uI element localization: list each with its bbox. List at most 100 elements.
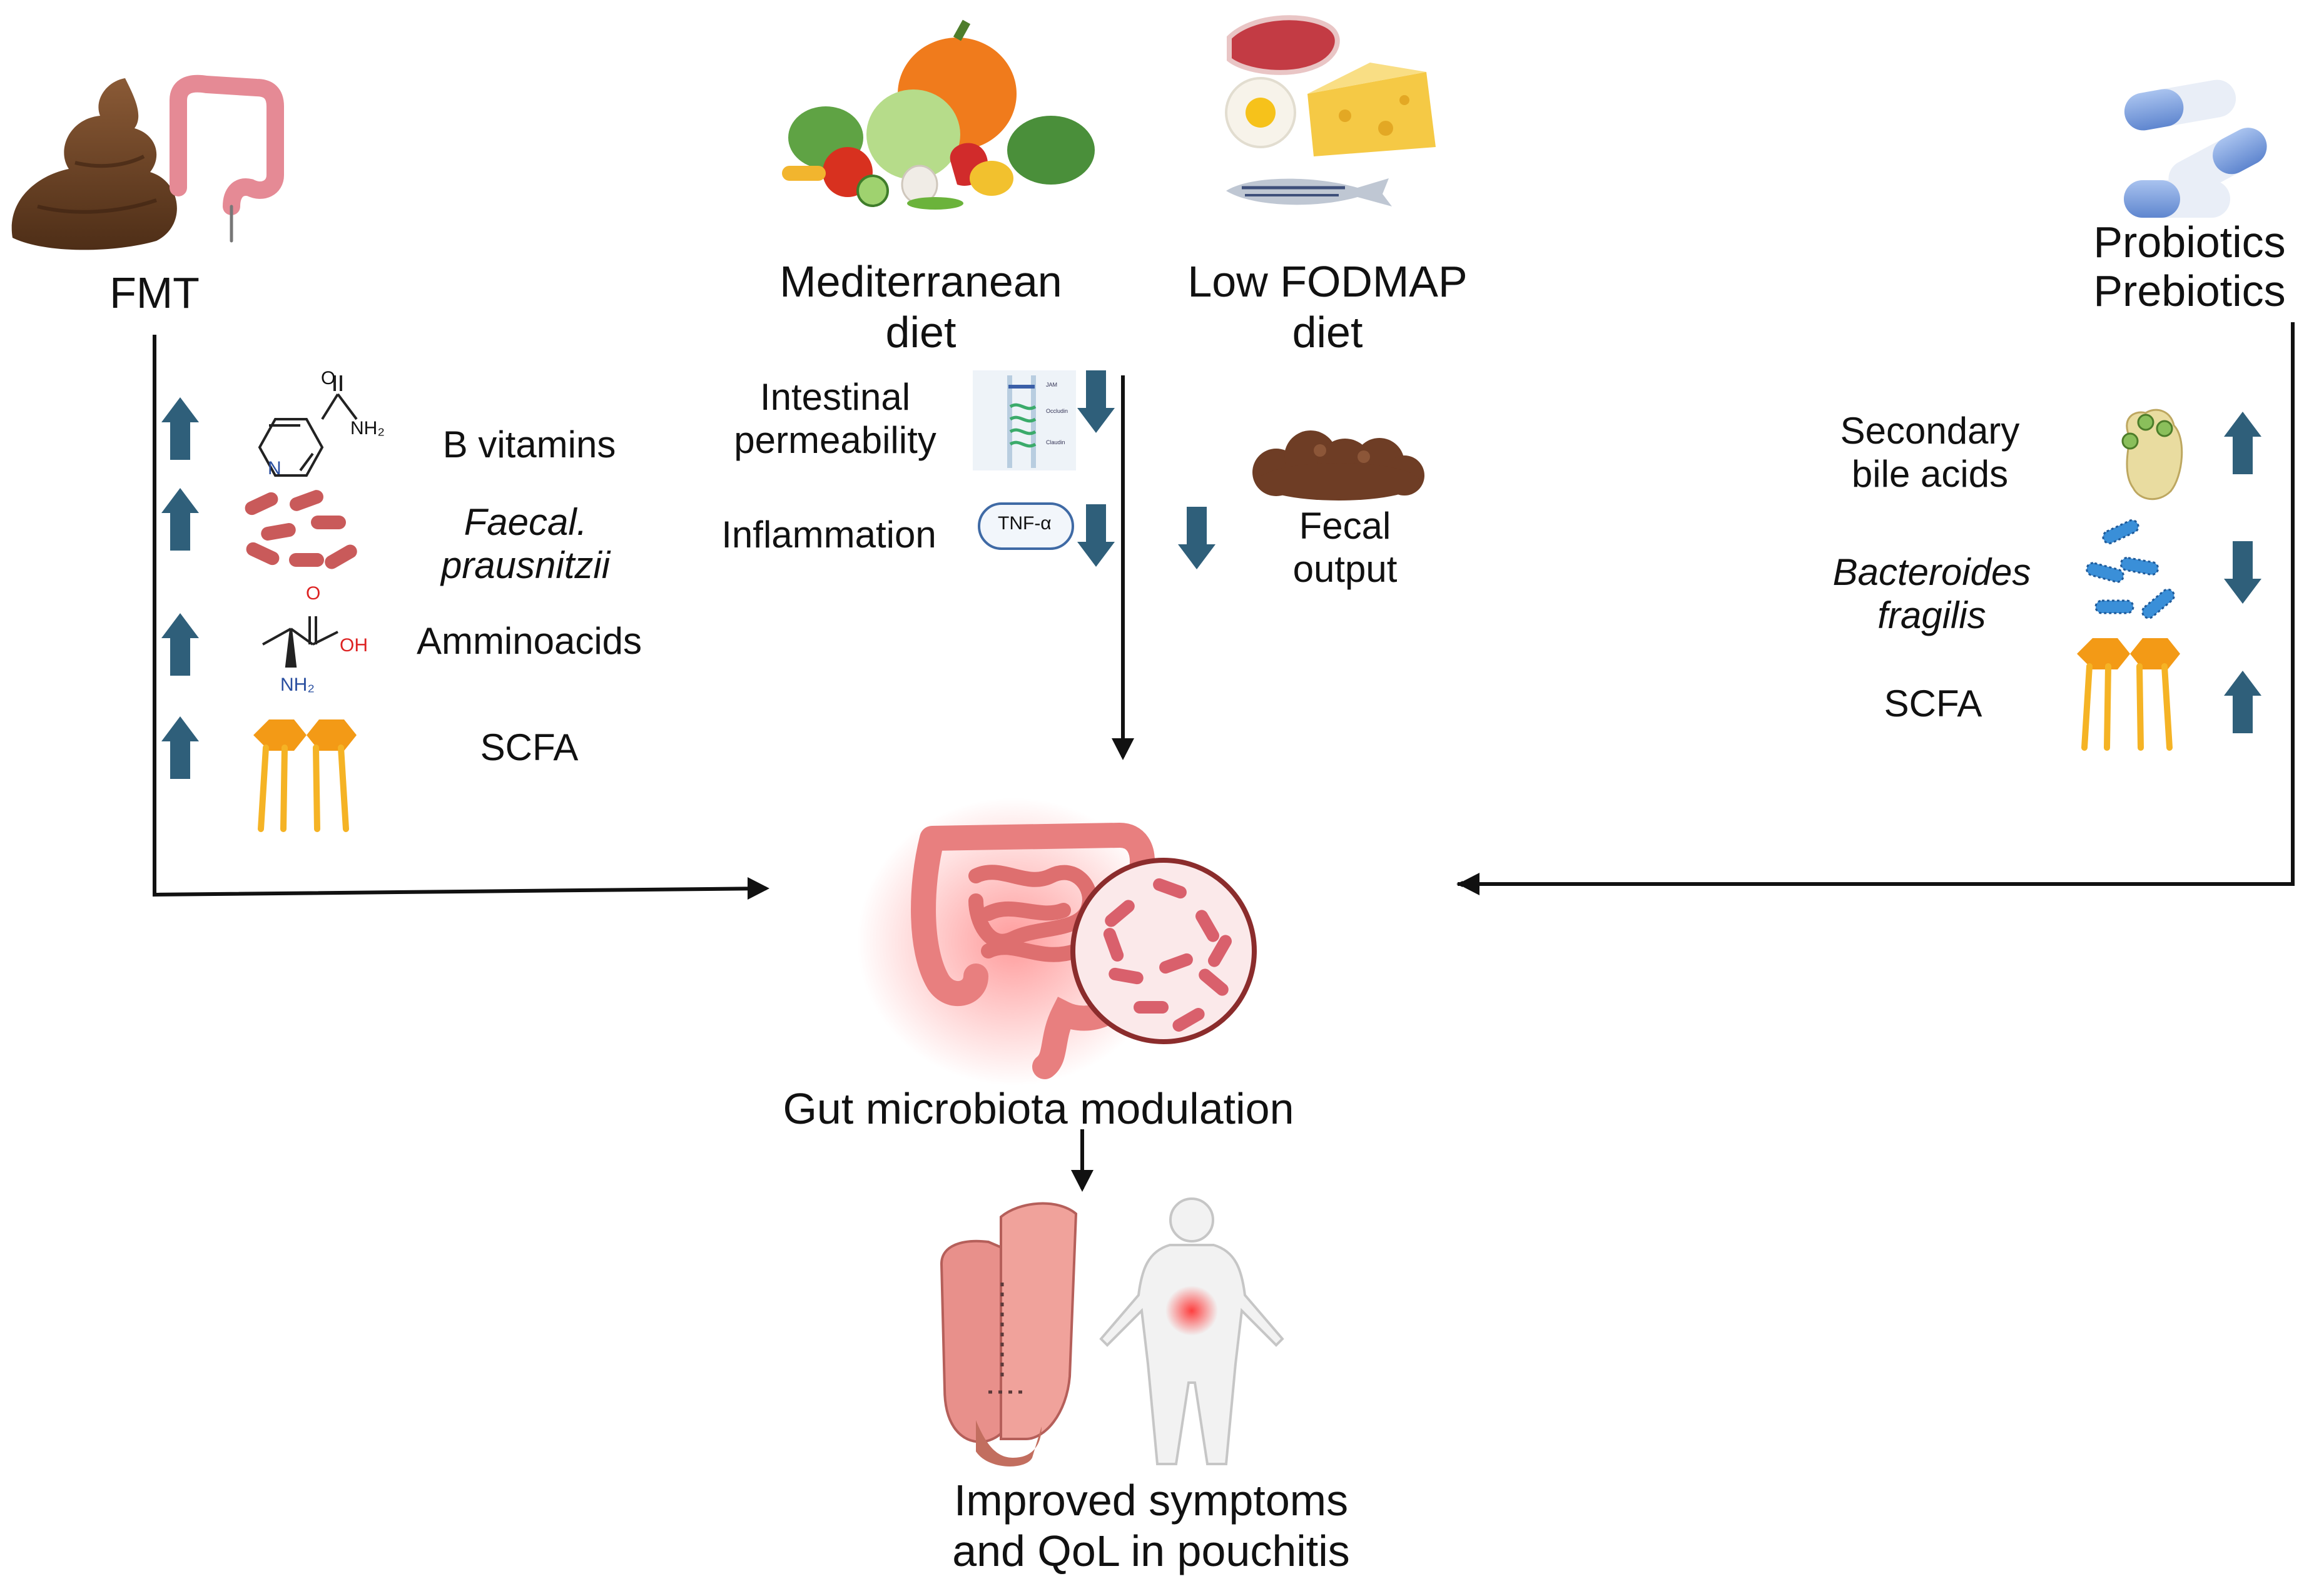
- scfa-tail-1: [280, 745, 288, 832]
- scfa-head-left: [253, 719, 307, 751]
- low-fodmap-item-fecal-output: Fecal output: [1293, 504, 1398, 591]
- bacteroides-rod-1: [2119, 557, 2159, 576]
- low-fodmap-title-line2: diet: [1292, 307, 1363, 357]
- microbiota-lens-icon: [1070, 858, 1257, 1044]
- lens-rod-7: [1172, 1008, 1205, 1032]
- bacteroides-rod-4: [2094, 599, 2134, 614]
- rod-bacterium-2: [311, 516, 346, 529]
- fecal-line2: output: [1292, 548, 1398, 590]
- fmt-direction-arrows: [161, 397, 199, 779]
- scfa-tail-1: [2104, 663, 2111, 751]
- colon-icon: [170, 74, 284, 243]
- scfa-micelle-icon: [253, 719, 357, 832]
- scfa-head-right: [2130, 638, 2180, 669]
- fmt-title: FMT: [109, 268, 200, 317]
- probiotics-title-line2: Prebiotics: [2093, 267, 2286, 316]
- chem-label-oh: OH: [340, 635, 368, 656]
- lens-rod-5: [1199, 968, 1229, 996]
- lens-rod-2: [1195, 910, 1219, 942]
- mediterranean-item-permeability: Intestinal permeability: [734, 375, 936, 462]
- scfa-tail-2: [2136, 663, 2144, 751]
- fmt-up-arrow: [161, 397, 199, 460]
- inflammation-down-arrow: [1077, 504, 1115, 567]
- chem-label-n: N: [268, 458, 282, 479]
- stool-icon: [11, 78, 177, 250]
- tight-junction-icon: [973, 370, 1076, 470]
- flow-lines: [153, 322, 2295, 1190]
- scfa-head-right: [307, 719, 357, 751]
- fmt-item-b-vitamins: B vitamins: [442, 424, 616, 465]
- chem-label-nh2: NH₂: [350, 418, 385, 439]
- scfa-tail-3: [2161, 663, 2173, 751]
- lens-rod-4: [1159, 953, 1193, 974]
- mediterranean-item-inflammation: Inflammation: [721, 514, 936, 556]
- tj-label-jam: JAM: [1046, 382, 1057, 388]
- pro-prebiotics-title: Probiotics Prebiotics: [2093, 218, 2285, 316]
- rod-bacterium-6: [325, 544, 357, 569]
- fmt-up-arrow: [161, 488, 199, 551]
- bacteroides-line1: Bacteroides: [1832, 551, 2031, 593]
- fecal-line1: Fecal: [1299, 505, 1391, 547]
- fmt-up-arrow: [161, 613, 199, 676]
- pro-up-arrow: [2224, 671, 2261, 733]
- low-fodmap-diet-title: Low FODMAP diet: [1187, 257, 1467, 357]
- pro-item-secondary-bile-acids: Secondary bile acids: [1840, 409, 2020, 496]
- pro-item-bacteroides-fragilis: Bacteroides fragilis: [1833, 551, 2031, 637]
- fecal-output-down-arrow: [1178, 507, 1215, 569]
- pro-item-scfa: SCFA: [1884, 683, 1982, 724]
- outcome-label: Improved symptoms and QoL in pouchitis: [952, 1475, 1350, 1576]
- bile-line2: bile acids: [1851, 453, 2009, 495]
- lens-rod-3: [1109, 967, 1144, 985]
- lens-rod-9: [1208, 935, 1232, 967]
- bile-line1: Secondary: [1840, 410, 2020, 452]
- chem-label-amino-nh2: NH₂: [280, 674, 315, 695]
- bacteroides-rod-2: [2086, 562, 2124, 583]
- fmt-item-amminoacids: Amminoacids: [416, 620, 642, 662]
- chem-label-o: O: [321, 368, 336, 389]
- permeability-line2: permeability: [734, 419, 936, 461]
- outcome-line1: Improved symptoms: [953, 1476, 1349, 1525]
- rod-bacterium-3: [261, 523, 296, 541]
- capsules-icon: [2124, 79, 2267, 218]
- bacteroides-rod-3: [2141, 588, 2175, 619]
- mediterranean-diet-title: Mediterranean diet: [779, 257, 1062, 357]
- chem-label-amino-o: O: [306, 583, 321, 604]
- faecal-line1: Faecal.: [464, 501, 587, 543]
- ileal-pouch-icon: [940, 1202, 1078, 1466]
- lens-rod-8: [1103, 928, 1124, 962]
- mediterranean-title-line1: Mediterranean: [779, 257, 1062, 306]
- scfa-tail-3: [338, 745, 349, 832]
- rod-bacterium-5: [289, 553, 324, 567]
- tnf-alpha-icon: [978, 502, 1074, 550]
- rod-bacterium-1: [290, 490, 323, 511]
- scfa-head-left: [2077, 638, 2130, 669]
- fmt-up-arrow: [161, 716, 199, 779]
- probiotics-title-line1: Probiotics: [2093, 218, 2286, 267]
- tj-label-occludin: Occludin: [1046, 408, 1068, 414]
- fmt-item-faecal-prausnitzii: Faecal. prausnitzii: [441, 501, 610, 587]
- scfa-tail-2: [313, 745, 320, 832]
- fmt-flow-arrow: [153, 335, 768, 897]
- pro-down-arrow: [2224, 541, 2261, 604]
- vegetables-icon: [782, 19, 1095, 210]
- scfa-tail-0: [258, 745, 269, 832]
- diet-direction-arrows: [1077, 370, 1215, 569]
- fecal-mass-icon: [1252, 430, 1424, 501]
- fmt-item-scfa: SCFA: [480, 726, 579, 768]
- human-body-icon: [1099, 1197, 1284, 1465]
- tnf-alpha-label: TNF-α: [998, 513, 1052, 534]
- faecal-line2: prausnitzii: [440, 544, 611, 586]
- permeability-down-arrow: [1077, 370, 1115, 433]
- lens-rod-0: [1105, 900, 1135, 927]
- tj-label-claudin: Claudin: [1046, 439, 1065, 445]
- mediterranean-title-line2: diet: [885, 307, 957, 357]
- outcome-line2: and QoL in pouchitis: [952, 1526, 1350, 1575]
- rod-bacterium-0: [245, 492, 278, 516]
- low-fodmap-title-line1: Low FODMAP: [1187, 257, 1468, 306]
- lens-rod-1: [1153, 878, 1187, 899]
- rod-bacteria-icon: [245, 490, 357, 569]
- permeability-line1: Intestinal: [759, 376, 911, 418]
- nicotinamide-structure-icon: [258, 375, 358, 477]
- bacteroides-line2: fragilis: [1877, 594, 1986, 636]
